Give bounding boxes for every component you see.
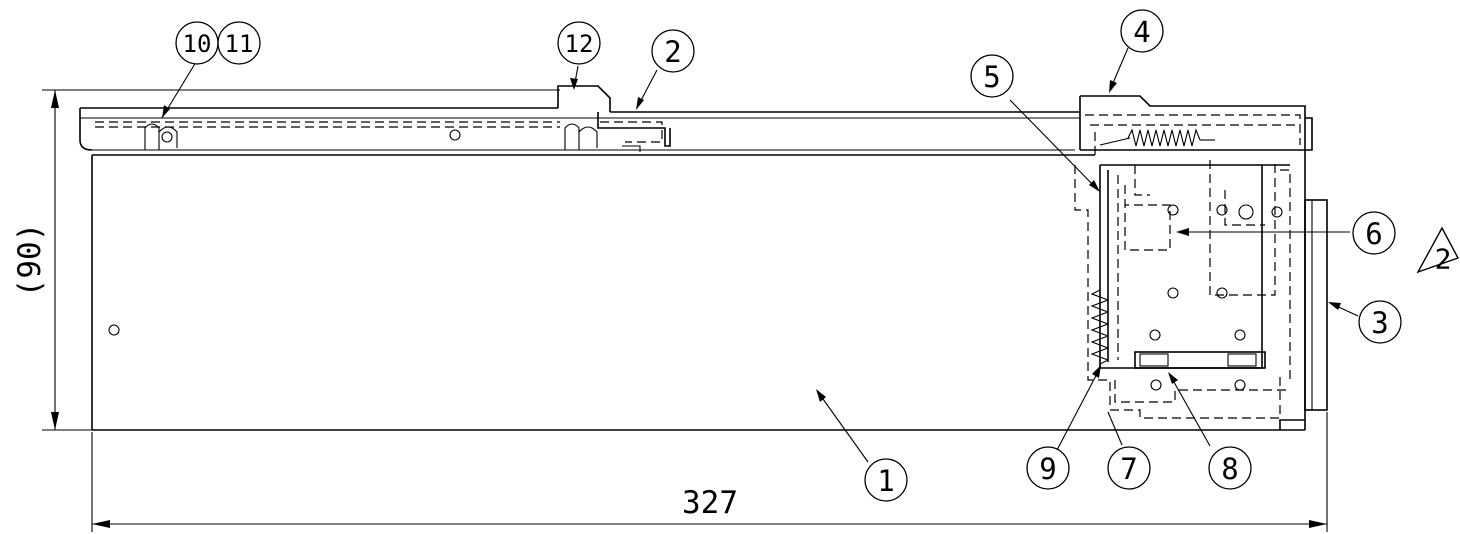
mounting-hole xyxy=(108,324,120,336)
callout-1: 1 xyxy=(864,458,908,502)
revision-mark: 2 xyxy=(1435,243,1452,276)
svg-text:9: 9 xyxy=(1039,452,1056,486)
top-rail xyxy=(79,85,1080,152)
callout-11: 11 xyxy=(217,21,261,65)
callout-8: 8 xyxy=(1208,446,1252,490)
callout-10: 10 xyxy=(175,21,219,65)
svg-text:12: 12 xyxy=(565,30,594,58)
dimension-horizontal xyxy=(91,412,1328,532)
callout-6: 6 xyxy=(1352,211,1396,255)
svg-text:11: 11 xyxy=(225,30,254,58)
callout-12: 12 xyxy=(557,21,601,65)
svg-text:4: 4 xyxy=(1133,15,1150,49)
svg-text:6: 6 xyxy=(1365,217,1382,251)
svg-text:2: 2 xyxy=(664,35,681,69)
dimension-vertical xyxy=(42,89,560,431)
svg-text:7: 7 xyxy=(1120,452,1137,486)
svg-text:5: 5 xyxy=(983,60,1000,94)
callout-3: 3 xyxy=(1358,300,1402,344)
callout-2: 2 xyxy=(651,29,695,73)
callout-5: 5 xyxy=(970,54,1014,98)
svg-text:3: 3 xyxy=(1371,306,1388,340)
leader-lines xyxy=(161,47,1359,463)
svg-text:10: 10 xyxy=(183,30,212,58)
svg-text:8: 8 xyxy=(1221,452,1238,486)
svg-text:1: 1 xyxy=(877,464,894,498)
callout-7: 7 xyxy=(1107,446,1151,490)
rail-hole xyxy=(449,129,461,141)
callout-4: 4 xyxy=(1120,9,1164,53)
callout-9: 9 xyxy=(1026,446,1070,490)
right-module xyxy=(1074,95,1328,430)
overall-length-label: 327 xyxy=(682,485,738,521)
main-housing xyxy=(91,149,1305,431)
height-label: (90) xyxy=(12,223,48,298)
revision-triangle: 2 xyxy=(1416,226,1460,276)
